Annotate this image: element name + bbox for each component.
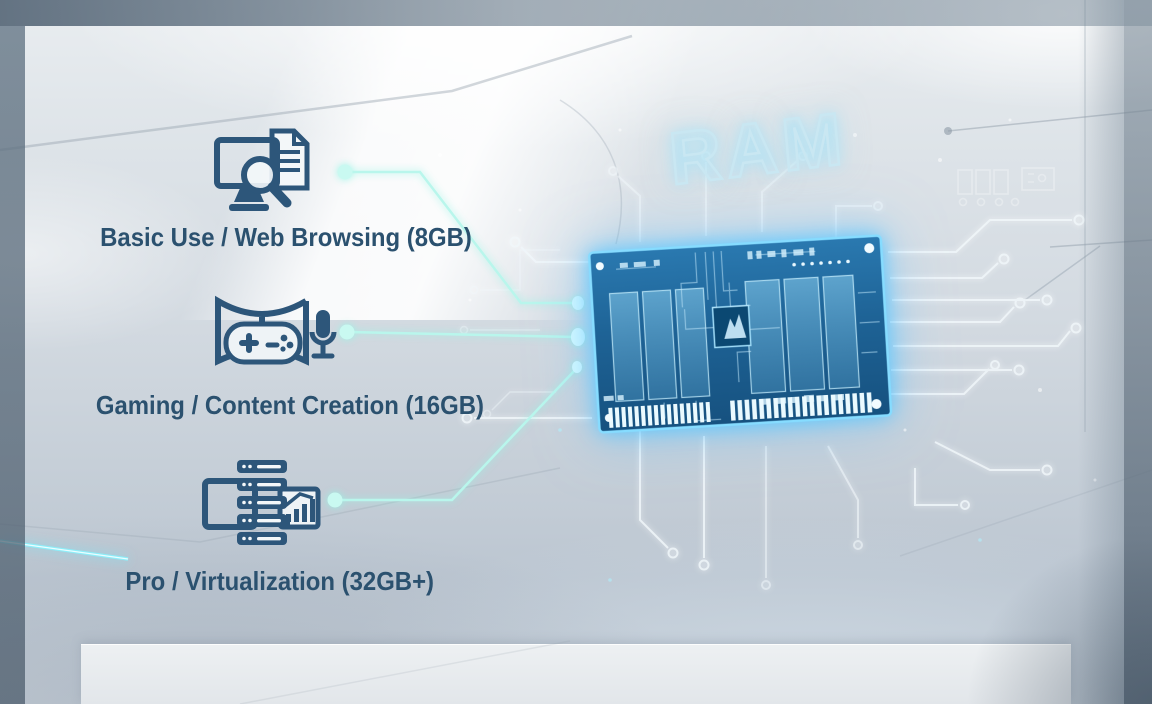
magnifier-glass bbox=[241, 156, 279, 194]
connector-pro bbox=[335, 368, 577, 502]
server-monitor-chart-icon bbox=[202, 460, 321, 545]
tier-connectors bbox=[327, 164, 585, 508]
gamepad-monitor-mic-icon bbox=[215, 295, 337, 366]
basic-use-tier-icon bbox=[212, 126, 324, 222]
controller-chip bbox=[711, 304, 752, 349]
frame-top-band bbox=[0, 0, 1152, 26]
gaming-tier-label: Gaming / Content Creation (16GB) bbox=[60, 390, 520, 421]
board-traces bbox=[616, 250, 880, 422]
basic-use-tier-label: Basic Use / Web Browsing (8GB) bbox=[36, 222, 536, 253]
connector-gaming bbox=[346, 330, 577, 339]
magnifier-handle bbox=[267, 182, 292, 208]
pro-tier-label: Pro / Virtualization (32GB+) bbox=[80, 566, 480, 597]
pcb-board bbox=[588, 234, 893, 434]
microphone bbox=[309, 310, 337, 359]
gamepad bbox=[223, 321, 303, 365]
page-title: RAM bbox=[665, 95, 851, 202]
via-dots bbox=[792, 259, 850, 267]
pro-tier-icon bbox=[200, 456, 324, 552]
ram-module bbox=[588, 234, 893, 434]
bottom-right-vignette bbox=[932, 504, 1152, 704]
chip-logo bbox=[724, 314, 747, 339]
gaming-tier-text: Gaming / Content Creation (16GB) bbox=[95, 390, 485, 420]
foreground-table bbox=[81, 644, 1071, 704]
gaming-tier-icon bbox=[210, 288, 340, 372]
server-stack bbox=[237, 460, 287, 545]
mounting-holes bbox=[595, 243, 882, 422]
wall-schematic bbox=[957, 167, 1055, 207]
wall-light-streak bbox=[0, 0, 1152, 320]
smd-components bbox=[603, 247, 845, 405]
pro-tier-text: Pro / Virtualization (32GB+) bbox=[125, 566, 435, 596]
memory-chips bbox=[608, 274, 861, 403]
edge-pins bbox=[608, 392, 873, 428]
frame-left-band bbox=[0, 26, 25, 704]
basic-use-tier-text: Basic Use / Web Browsing (8GB) bbox=[100, 222, 472, 252]
desktop-search-document-icon bbox=[214, 128, 310, 211]
